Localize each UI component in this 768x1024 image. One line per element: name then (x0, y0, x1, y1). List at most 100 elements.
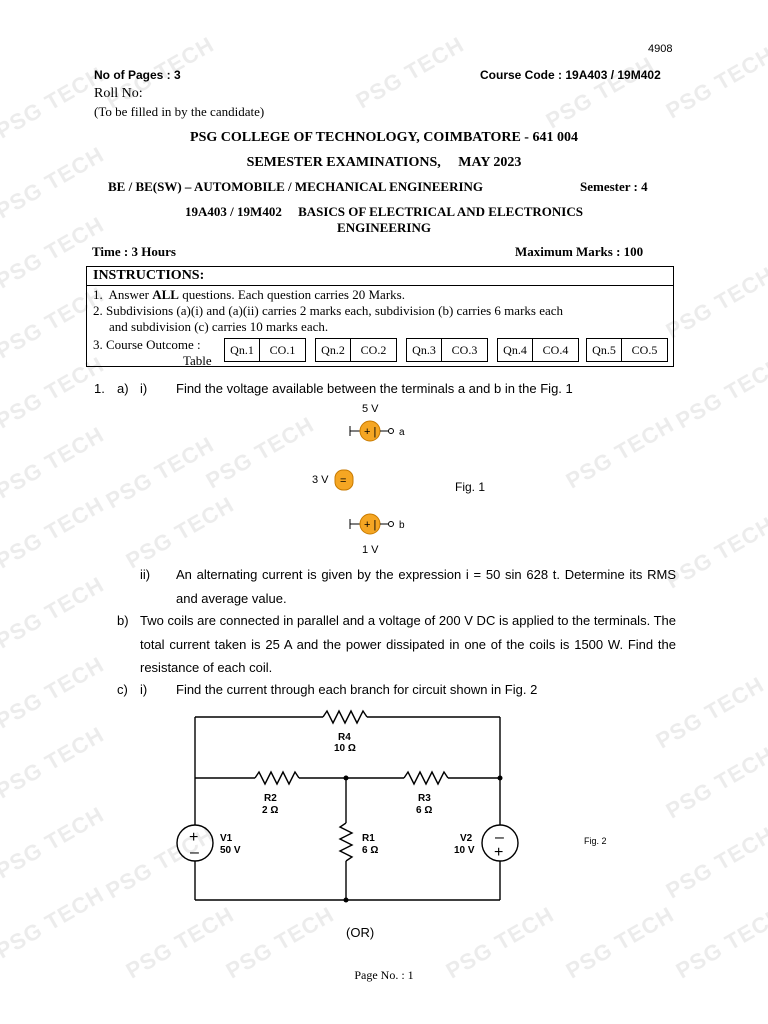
instruction-1: 1. Answer ALL questions. Each question c… (93, 287, 405, 302)
maximum-marks: Maximum Marks : 100 (515, 244, 644, 259)
instruction-2: 2. Subdivisions (a)(i) and (a)(ii) carri… (93, 303, 564, 318)
part-c-i-label: i) (140, 682, 148, 697)
resistor-r1 (338, 822, 354, 862)
exam-time: Time : 3 Hours (92, 244, 176, 259)
co-question-cell: Qn.3 (406, 338, 442, 362)
fig1-caption: Fig. 1 (455, 480, 485, 494)
instructions-heading: INSTRUCTIONS: (93, 268, 205, 283)
co-outcome-cell: CO.1 (260, 338, 306, 362)
co-pair-5: Qn.5 CO.5 (586, 338, 668, 362)
junction-node (343, 897, 349, 903)
instruction-3: 3. Course Outcome : (93, 337, 201, 352)
watermark: PSG TECH (0, 571, 109, 654)
watermark: PSG TECH (661, 511, 768, 594)
instructions-box: INSTRUCTIONS: 1. Answer ALL questions. E… (86, 266, 674, 368)
subdivision-c-label: c) (117, 682, 128, 697)
question-1c-i-text: Find the current through each branch for… (176, 682, 538, 697)
co-pair-1: Qn.1 CO.1 (224, 338, 306, 362)
page-count: No of Pages : 3 (94, 68, 181, 82)
watermark: PSG TECH (541, 51, 659, 134)
r2-value: 2 Ω (262, 805, 278, 816)
instruction-2-cont: and subdivision (c) carries 10 marks eac… (109, 319, 329, 334)
course-title: 19A403 / 19M402 BASICS OF ELECTRICAL AND… (185, 204, 583, 219)
source-polarity: + | (364, 519, 376, 531)
fig2-caption: Fig. 2 (584, 836, 607, 846)
co-question-cell: Qn.5 (586, 338, 622, 362)
terminal-a-label: a (399, 427, 405, 438)
source-polarity: + | (364, 426, 376, 438)
watermark: PSG TECH (661, 741, 768, 824)
or-separator: (OR) (346, 925, 375, 940)
resistor-r3 (403, 770, 449, 786)
r3-name: R3 (418, 793, 431, 804)
v1-name: V1 (220, 833, 233, 844)
co-pair-4: Qn.4 CO.4 (497, 338, 579, 362)
voltage-source-v2-icon (481, 824, 519, 862)
dc-source-icon (334, 469, 354, 491)
page-number: Page No. : 1 (354, 968, 414, 982)
roll-no-note: (To be filled in by the candidate) (94, 104, 265, 119)
v1-value: 50 V (220, 845, 241, 856)
fig1-bottom-source-label: 1 V (362, 544, 379, 556)
subdivision-a-label: a) (117, 381, 129, 396)
fig2-circuit: + – – + R4 10 Ω R2 2 Ω R3 6 Ω R1 6 Ω V1 … (176, 709, 607, 903)
r2-name: R2 (264, 793, 277, 804)
question-number: 1. (94, 381, 105, 396)
fig1-top-source-label: 5 V (362, 403, 379, 415)
polarity-minus: – (495, 829, 504, 846)
watermark: PSG TECH (121, 491, 239, 574)
polarity-plus: + (494, 844, 503, 861)
junction-node (497, 775, 503, 781)
watermark: PSG TECH (661, 261, 768, 344)
resistor-r2 (254, 770, 300, 786)
watermark: PSG TECH (0, 421, 109, 504)
polarity-plus: + (189, 829, 198, 846)
co-question-cell: Qn.1 (224, 338, 260, 362)
watermark: PSG TECH (561, 411, 679, 494)
watermark: PSG TECH (0, 721, 109, 804)
roll-no-label: Roll No: (94, 86, 143, 101)
watermark: PSG TECH (101, 431, 219, 514)
instruction-3-cont: Table (183, 353, 212, 368)
watermark: PSG TECH (671, 351, 768, 434)
co-pair-3: Qn.3 CO.3 (406, 338, 488, 362)
co-question-cell: Qn.4 (497, 338, 533, 362)
question-1b-text: Two coils are connected in parallel and … (140, 613, 676, 675)
r4-name: R4 (338, 732, 351, 743)
resistor-r4 (322, 709, 368, 725)
question-1a-ii-text: An alternating current is given by the e… (176, 567, 676, 606)
serial-number: 4908 (648, 43, 673, 55)
college-title: PSG COLLEGE OF TECHNOLOGY, COIMBATORE - … (190, 130, 578, 145)
v2-value: 10 V (454, 845, 475, 856)
watermark: PSG TECH (661, 41, 768, 124)
co-question-cell: Qn.2 (315, 338, 351, 362)
junction-node (343, 775, 349, 781)
terminal-b-node (388, 521, 394, 527)
polarity-minus: – (190, 844, 199, 861)
terminal-b-label: b (399, 520, 405, 531)
watermark: PSG TECH (0, 881, 109, 964)
subdivision-b-label: b) (117, 613, 129, 628)
watermark: PSG TECH (0, 491, 109, 574)
course-title-line2: ENGINEERING (337, 220, 431, 235)
question-1a-i-text: Find the voltage available between the t… (176, 381, 573, 396)
voltage-source-v1-icon (176, 824, 214, 862)
part-i-label: i) (140, 381, 148, 396)
r1-name: R1 (362, 833, 375, 844)
co-outcome-cell: CO.2 (351, 338, 397, 362)
watermark: PSG TECH (661, 821, 768, 904)
source-polarity: = (340, 475, 346, 487)
co-outcome-cell: CO.3 (442, 338, 488, 362)
co-outcome-cell: CO.4 (533, 338, 579, 362)
v2-name: V2 (460, 833, 473, 844)
fig1-circuit: 5 V + | a 3 V = + | b 1 V Fig. 1 (312, 403, 485, 556)
watermark: PSG TECH (351, 31, 469, 114)
instructions-header: INSTRUCTIONS: (87, 267, 673, 286)
course-code: Course Code : 19A403 / 19M402 (480, 68, 661, 82)
watermark: PSG TECH (651, 671, 768, 754)
watermark: PSG TECH (0, 801, 109, 884)
co-pair-2: Qn.2 CO.2 (315, 338, 397, 362)
r1-value: 6 Ω (362, 845, 378, 856)
terminal-a-node (388, 428, 394, 434)
fig1-mid-source-label: 3 V (312, 474, 329, 486)
